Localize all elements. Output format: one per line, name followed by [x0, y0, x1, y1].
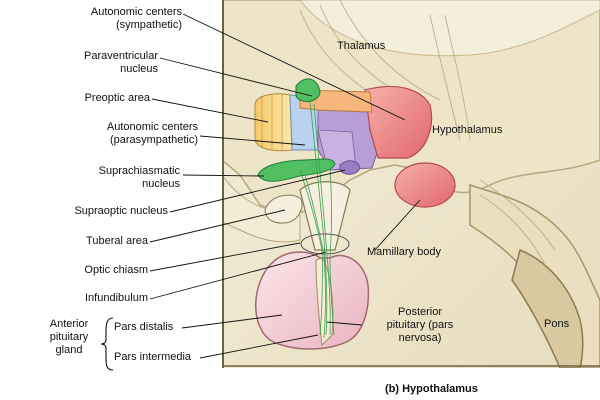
label-line: Anterior: [49, 318, 89, 330]
figure-caption: (b) Hypothalamus: [385, 383, 478, 395]
label-mamillary-body: Mamillary body: [367, 246, 441, 258]
neurosecretory-fibers: [299, 99, 335, 339]
label-line: Suprachiasmatic: [98, 165, 180, 177]
label-pons: Pons: [544, 318, 570, 330]
label-infundibulum: Infundibulum: [85, 292, 148, 304]
label-line: Paraventricular: [84, 50, 158, 62]
label-line: Autonomic centers: [106, 121, 198, 133]
label-preoptic-area: Preoptic area: [84, 92, 150, 104]
label-line: nucleus: [142, 178, 180, 190]
label-line: pituitary: [49, 331, 89, 343]
label-paraventricular-nucleus: Paraventricular nucleus: [60, 50, 158, 76]
pituitary-gland-shape: [255, 251, 370, 350]
tuberal-area-shape: [264, 194, 303, 224]
label-autonomic-sympathetic: Autonomic centers (sympathetic): [70, 6, 182, 32]
label-pars-distalis: Pars distalis: [114, 321, 174, 333]
label-anterior-pituitary-gland: Anterior pituitary gland: [34, 318, 104, 357]
label-thalamus: Thalamus: [337, 40, 386, 52]
supraoptic-shape: [257, 158, 336, 182]
label-suprachiasmatic-nucleus: Suprachiasmatic nucleus: [60, 165, 180, 191]
leader-lines: [149, 13, 421, 359]
label-pars-intermedia: Pars intermedia: [114, 351, 192, 363]
label-line: nervosa): [398, 332, 442, 344]
paraventricular-shape: [295, 78, 321, 102]
mamillary-body-shape: [394, 162, 456, 208]
label-line: nucleus: [120, 63, 158, 75]
label-line: (sympathetic): [115, 19, 182, 31]
label-hypothalamus: Hypothalamus: [432, 124, 503, 136]
label-line: pituitary (pars: [386, 319, 454, 331]
panel-edge: [222, 0, 224, 368]
label-line: gland: [55, 344, 83, 356]
label-optic-chiasm: Optic chiasm: [84, 264, 148, 276]
label-line: Posterior: [397, 306, 443, 318]
label-line: (parasympathetic): [109, 134, 198, 146]
anterior-pituitary-bracket: [100, 317, 114, 371]
label-autonomic-parasympathetic: Autonomic centers (parasympathetic): [70, 121, 198, 147]
label-tuberal-area: Tuberal area: [86, 235, 148, 247]
label-line: Autonomic centers: [90, 6, 182, 18]
label-posterior-pituitary: Posterior pituitary (pars nervosa): [370, 306, 470, 345]
label-supraoptic-nucleus: Supraoptic nucleus: [74, 205, 168, 217]
hypothalamus-posterior-shape: [364, 85, 433, 159]
hypothalamic-nuclei: [254, 78, 433, 182]
